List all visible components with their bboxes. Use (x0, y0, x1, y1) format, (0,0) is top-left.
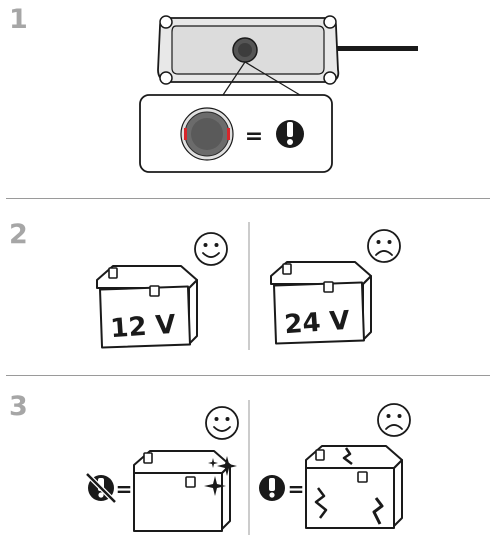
indicator-callout: = (139, 94, 333, 173)
sad-face-icon (377, 403, 411, 437)
battery-24v-label: 24 V (283, 306, 350, 340)
battery-24v-icon: 24 V (270, 261, 372, 345)
section-divider-2 (6, 375, 490, 376)
battery-12v-icon: 12 V (96, 265, 198, 349)
equals-sign: = (245, 124, 263, 149)
charger-device (157, 15, 418, 85)
section-divider-1 (6, 198, 490, 199)
step-3-number: 3 (9, 391, 28, 422)
sad-face-icon (367, 229, 401, 263)
indicator-light-icon (180, 107, 234, 161)
battery-12v-label: 12 V (109, 310, 176, 344)
step-2-number: 2 (9, 219, 28, 250)
clean-battery-icon (133, 450, 231, 532)
sparkle-icon (204, 456, 237, 496)
warning-exclamation-icon (276, 120, 304, 148)
no-warning-icon (85, 472, 117, 504)
smiley-face-icon (194, 232, 228, 266)
smiley-face-icon (205, 406, 239, 440)
damaged-battery-icon (305, 445, 403, 529)
equals-sign: = (288, 477, 305, 501)
warning-exclamation-icon (259, 475, 285, 501)
equals-sign: = (116, 477, 133, 501)
step-1-number: 1 (9, 4, 28, 35)
